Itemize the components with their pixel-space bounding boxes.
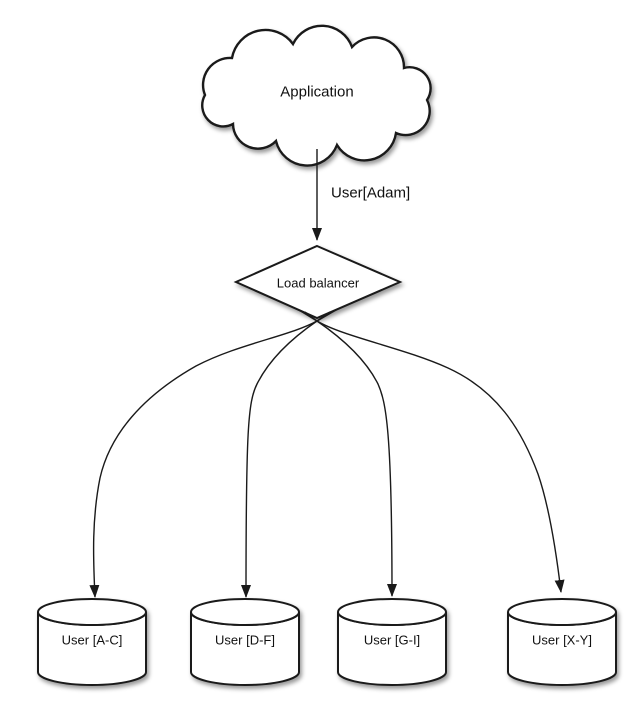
shard-label-1: User [A-C]: [61, 632, 123, 648]
shard-cylinder-1: [37, 598, 147, 686]
shard-label-2: User [D-F]: [215, 632, 275, 648]
shard-cylinder-3: [337, 598, 447, 686]
shard-arrow-4: [298, 309, 565, 593]
application-cloud: [201, 24, 432, 167]
application-label: Application: [280, 83, 354, 101]
shard-cylinder-4: [507, 598, 617, 686]
shard-arrow-1: [89, 309, 337, 598]
shard-arrow-3: [304, 311, 397, 597]
shard-label-4: User [X-Y]: [532, 632, 592, 648]
request-label: User[Adam]: [331, 184, 411, 202]
load-balancer-diamond: [233, 244, 403, 320]
shard-arrow-2: [241, 311, 331, 598]
shard-cylinder-2: [190, 598, 300, 686]
load-balancer-label: Load balancer: [276, 275, 360, 291]
shard-label-3: User [G-I]: [363, 632, 421, 648]
